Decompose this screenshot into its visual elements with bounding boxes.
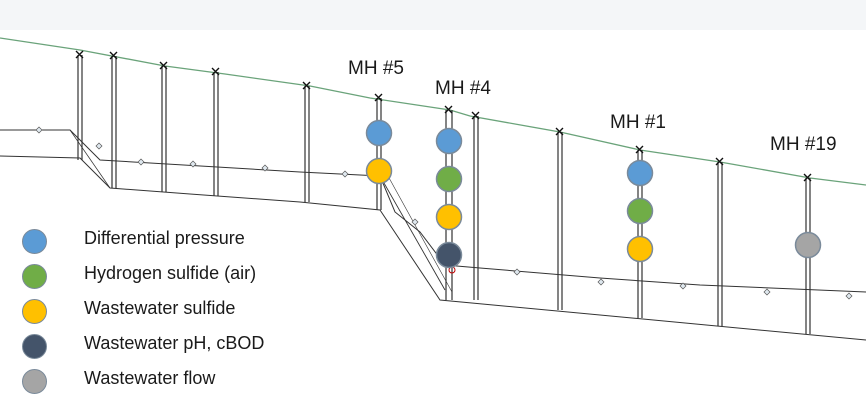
sensor-wastewater-sulfide xyxy=(435,203,463,231)
legend-label: Hydrogen sulfide (air) xyxy=(84,263,257,283)
legend-label: Wastewater pH, cBOD xyxy=(84,333,265,353)
manhole-risers xyxy=(77,55,811,334)
manhole-label-mh5: MH #5 xyxy=(348,58,404,79)
manhole-label-mh1: MH #1 xyxy=(610,112,666,133)
faded-header-strip xyxy=(0,0,866,30)
legend-dot-hydrogen-sulfide xyxy=(22,264,47,289)
pipe-crown-line xyxy=(0,129,866,293)
sensor-markers xyxy=(365,119,822,269)
manhole-label-mh4: MH #4 xyxy=(435,78,491,99)
manhole-x-markers xyxy=(75,50,812,182)
ground-surface-line xyxy=(0,37,866,186)
sensor-hydrogen-sulfide-air xyxy=(626,197,654,225)
drop-structure-line xyxy=(69,129,111,189)
drop-structure-line xyxy=(387,175,453,293)
sensor-differential-pressure xyxy=(626,159,654,187)
legend-dot-wastewater-flow xyxy=(22,369,47,394)
sensor-wastewater-sulfide xyxy=(365,157,393,185)
legend-label: Differential pressure xyxy=(84,228,245,248)
sensor-wastewater-ph-cbod xyxy=(435,241,463,269)
legend-label: Wastewater sulfide xyxy=(84,298,236,318)
legend-label: Wastewater flow xyxy=(84,368,216,388)
sensor-wastewater-sulfide xyxy=(626,235,654,263)
manhole-label-mh19: MH #19 xyxy=(770,134,837,155)
legend-dot-wastewater-sulfide xyxy=(22,299,47,324)
sensor-wastewater-flow xyxy=(794,231,822,259)
legend-dot-differential-pressure xyxy=(22,229,47,254)
sensor-hydrogen-sulfide-air xyxy=(435,165,463,193)
sensor-differential-pressure xyxy=(365,119,393,147)
pipe-invert-line xyxy=(0,155,866,341)
drop-structure-line xyxy=(379,175,446,291)
sensor-differential-pressure xyxy=(435,127,463,155)
legend-dot-wastewater-ph-cbod xyxy=(22,334,47,359)
pipe-joint-markers xyxy=(35,126,853,300)
